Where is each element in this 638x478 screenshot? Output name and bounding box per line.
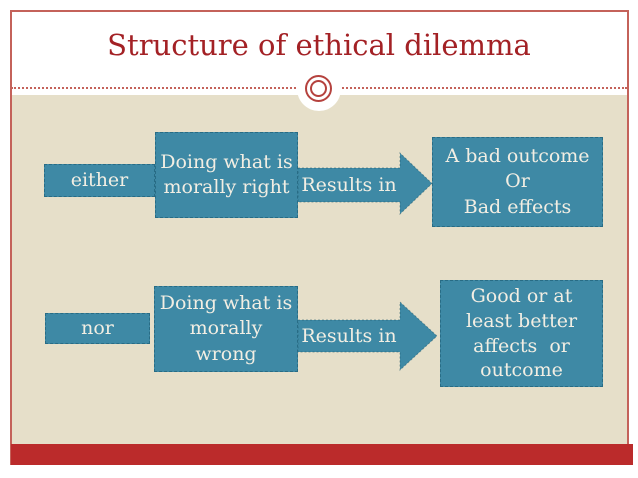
results-arrow-shape xyxy=(297,151,433,215)
prefix-label: nor xyxy=(81,316,114,339)
prefix-box-nor: nor xyxy=(45,313,150,344)
box-line: wrong xyxy=(195,342,257,365)
prefix-label: either xyxy=(70,168,129,191)
footer-accent-bar xyxy=(11,444,633,465)
box-line: Or xyxy=(505,170,530,193)
results-arrow-icon xyxy=(297,300,438,372)
effect-box-bad-outcome: A bad outcome Or Bad effects xyxy=(432,137,603,227)
box-line: outcome xyxy=(480,359,563,382)
results-arrow-icon xyxy=(297,151,433,215)
separator-circle-inner-ring xyxy=(310,80,327,97)
box-line: Doing what is xyxy=(159,292,293,315)
box-line: A bad outcome xyxy=(445,145,590,168)
box-line: least better xyxy=(465,309,578,332)
box-line: morally xyxy=(189,317,263,340)
frame-border-left xyxy=(10,10,12,465)
arrow-label: Results in xyxy=(301,324,397,347)
effect-box-good-outcome: Good or at least better affects or outco… xyxy=(440,280,603,387)
box-line: Doing what is xyxy=(160,150,293,173)
box-line: morally right xyxy=(163,176,290,198)
frame-border-top xyxy=(10,10,629,12)
box-line: Good or at xyxy=(470,285,573,308)
separator-circle-ornament-icon xyxy=(305,75,332,102)
frame-border-right xyxy=(627,10,629,465)
box-line: affects or xyxy=(473,334,570,357)
arrow-label: Results in xyxy=(301,174,397,196)
cause-box-morally-wrong: Doing what is morally wrong xyxy=(154,286,298,372)
prefix-box-either: either xyxy=(44,164,155,197)
cause-box-morally-right: Doing what is morally right xyxy=(155,132,298,218)
box-line: Bad effects xyxy=(463,195,572,218)
slide-title: Structure of ethical dilemma xyxy=(107,28,531,62)
results-arrow-shape xyxy=(297,300,438,372)
